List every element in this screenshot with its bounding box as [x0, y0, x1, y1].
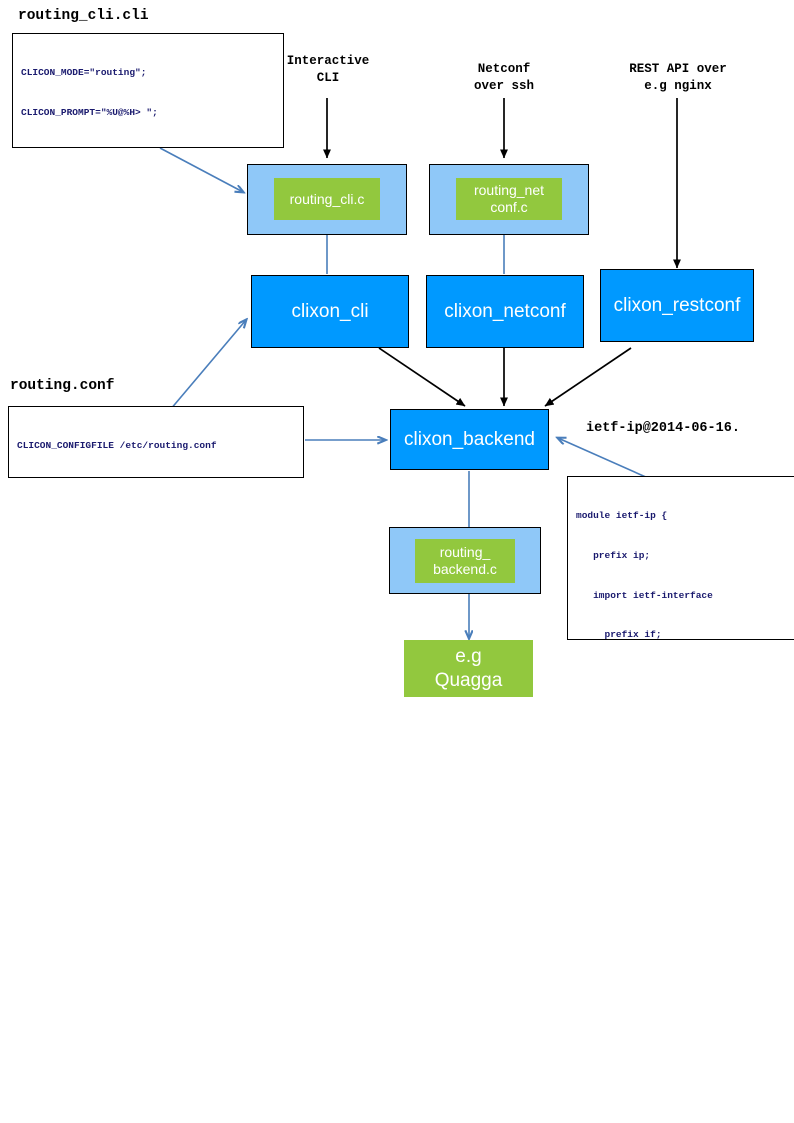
arrow-cli-spec-to-routing-cli-plugin — [159, 147, 243, 192]
arrow-clixon-cli-to-backend — [378, 347, 466, 407]
annotation-netconf-over-ssh: Netconf over ssh — [473, 62, 534, 93]
annotation-rest-api: REST API over e.g nginx — [629, 62, 727, 93]
routing-netconf-plugin-container: routing_net conf.c — [429, 164, 589, 235]
conf-spec-box: CLICON_CONFIGFILE /etc/routing.conf CLIC… — [8, 406, 304, 478]
routing-netconf-c-box[interactable]: routing_net conf.c — [456, 178, 562, 220]
cli-spec-line: CLICON_PLUGIN="routing_cli"; — [21, 146, 275, 148]
routing-backend-c-box[interactable]: routing_ backend.c — [415, 539, 515, 583]
routing-backend-plugin-container: routing_ backend.c — [389, 527, 541, 594]
routing-cli-plugin-container: routing_cli.c — [247, 164, 407, 235]
cli-spec-caption: routing_cli.cli — [18, 8, 149, 24]
yang-spec-box: module ietf-ip { prefix ip; import ietf-… — [567, 476, 794, 640]
clixon-cli-box[interactable]: clixon_cli — [251, 275, 409, 348]
yang-spec-line: import ietf-interface — [576, 589, 713, 601]
cli-spec-line: CLICON_MODE="routing"; — [21, 67, 147, 79]
routing-cli-c-box[interactable]: routing_cli.c — [274, 178, 380, 220]
arrow-yang-to-clixon-backend — [558, 438, 649, 479]
clixon-restconf-box[interactable]: clixon_restconf — [600, 269, 754, 342]
yang-spec-line: prefix ip; — [576, 550, 651, 562]
cli-spec-box: CLICON_MODE="routing"; CLICON_PROMPT="%U… — [12, 33, 284, 148]
arrow-conf-to-clixon-cli — [169, 320, 246, 411]
cli-spec-line: CLICON_PROMPT="%U@%H> "; — [21, 107, 158, 119]
quagga-box[interactable]: e.g Quagga — [404, 640, 533, 697]
yang-spec-line: prefix if; — [576, 629, 662, 640]
annotation-interactive-cli: Interactive CLI — [286, 54, 370, 85]
clixon-backend-box[interactable]: clixon_backend — [390, 409, 549, 470]
conf-spec-caption: routing.conf — [10, 378, 115, 394]
clixon-netconf-box[interactable]: clixon_netconf — [426, 275, 584, 348]
arrow-clixon-restconf-to-backend — [544, 347, 632, 407]
conf-spec-line: CLICON_CONFIGFILE /etc/routing.conf — [17, 440, 217, 452]
yang-spec-line: module ietf-ip { — [576, 510, 668, 522]
yang-spec-caption: ietf-ip@2014-06-16. — [586, 421, 740, 436]
